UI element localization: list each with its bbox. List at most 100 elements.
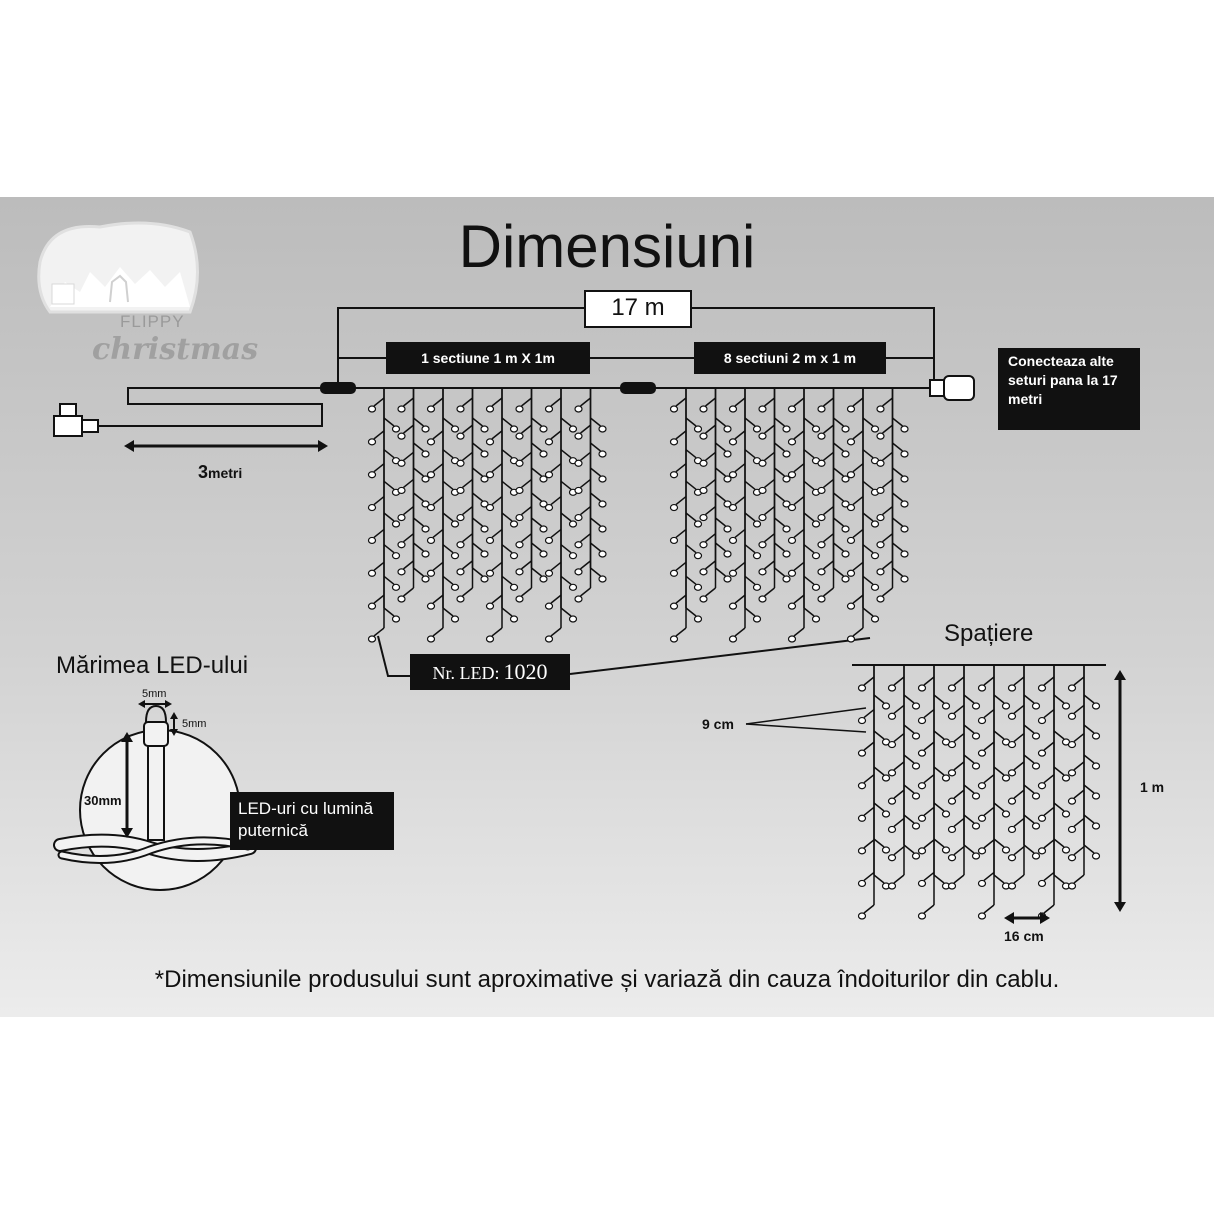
led-stub [852,594,864,604]
led-stub [491,627,503,637]
led-bulb [1061,702,1071,710]
led-bulb [977,847,987,855]
led-bulb [367,602,377,610]
led-bulb [515,541,524,549]
led-stub [491,561,503,571]
led-bulb [911,792,921,800]
led-stub [413,467,424,477]
led-stub [1073,817,1085,828]
led-bulb [900,425,909,433]
led-stub [373,627,385,637]
led-stub [833,417,844,427]
led-stub [983,741,995,751]
led-bulb [787,503,797,512]
led-stub [491,528,503,539]
led-bulb [841,450,850,458]
led-stub [833,567,844,577]
led-stub [993,838,1005,848]
led-bulb [911,822,921,830]
led-stub [560,512,572,522]
led-stub [793,528,805,539]
led-bulb [456,595,465,603]
led-bulb [426,569,436,577]
led-bulb [539,550,548,558]
led-stub [744,417,756,427]
led-stub [550,627,562,637]
led-stub [442,607,454,617]
led-stub [862,607,874,617]
led-stub [1013,761,1025,771]
led-bulb [941,702,951,710]
led-bulb [876,459,885,467]
led-bulb [787,405,797,413]
led-stub [560,607,572,617]
led-stub [823,505,834,516]
led-stub [764,397,775,407]
led-stub [852,430,864,440]
spacing-heading: Spațiere [944,620,1034,647]
led-stub [983,904,995,914]
led-stub [903,784,915,794]
led-bulb [544,405,554,413]
led-stub [462,478,473,489]
led-stub [923,741,935,751]
led-stub [933,802,945,812]
led-stub [472,542,483,552]
led-bulb [758,459,767,467]
led-bulb [917,684,927,692]
led-stub [744,575,756,585]
led-stub [893,704,905,714]
led-bulb [941,774,951,782]
led-bulb [947,712,957,720]
led-bulb [544,503,554,512]
led-bulb [397,595,406,603]
cable-length-value: 3 [198,462,209,482]
led-bulb [917,716,927,725]
led-stub [1023,814,1035,824]
led-stub [744,607,756,617]
led-stub [685,480,697,490]
led-bulb [1067,684,1077,692]
led-stub [833,542,844,552]
led-bulb [917,782,927,790]
led-stub [863,708,875,719]
led-bulb [693,615,703,623]
led-bulb [870,425,880,433]
led-stub [774,417,785,427]
led-stub [892,417,903,427]
led-bulb [699,486,708,495]
led-stub [734,397,746,407]
led-bulb [391,552,401,560]
led-bulb [391,425,401,433]
led-bulb [485,569,495,577]
led-stub [1043,774,1055,784]
led-stub [983,806,995,816]
led-stub [705,397,716,407]
led-bulb [947,825,957,834]
led-bulb [971,702,981,710]
led-stub [893,874,905,884]
led-stub [1023,724,1035,734]
led-bulb [1031,822,1041,830]
led-stub [521,478,532,489]
led-stub [1043,904,1055,914]
led-stub [852,627,864,637]
led-bulb [669,602,679,610]
led-bulb [1091,852,1101,860]
led-bulb [426,602,436,610]
total-length-label: 17 m [611,294,665,321]
led-bulb [1001,702,1011,710]
led-bulb [787,438,797,446]
led-stub [923,904,935,914]
led-stub [675,594,687,604]
led-stub [491,397,503,407]
led-bulb [669,438,679,446]
led-bulb [515,486,524,495]
led-bulb [693,425,703,433]
led-bulb [397,486,406,495]
led-stub [793,561,805,571]
led-bulb [515,513,524,522]
total-length-box: 17 m [584,290,692,328]
led-stub [550,430,562,440]
led-callout-text: LED-uri cu lumină puternică [238,799,374,840]
